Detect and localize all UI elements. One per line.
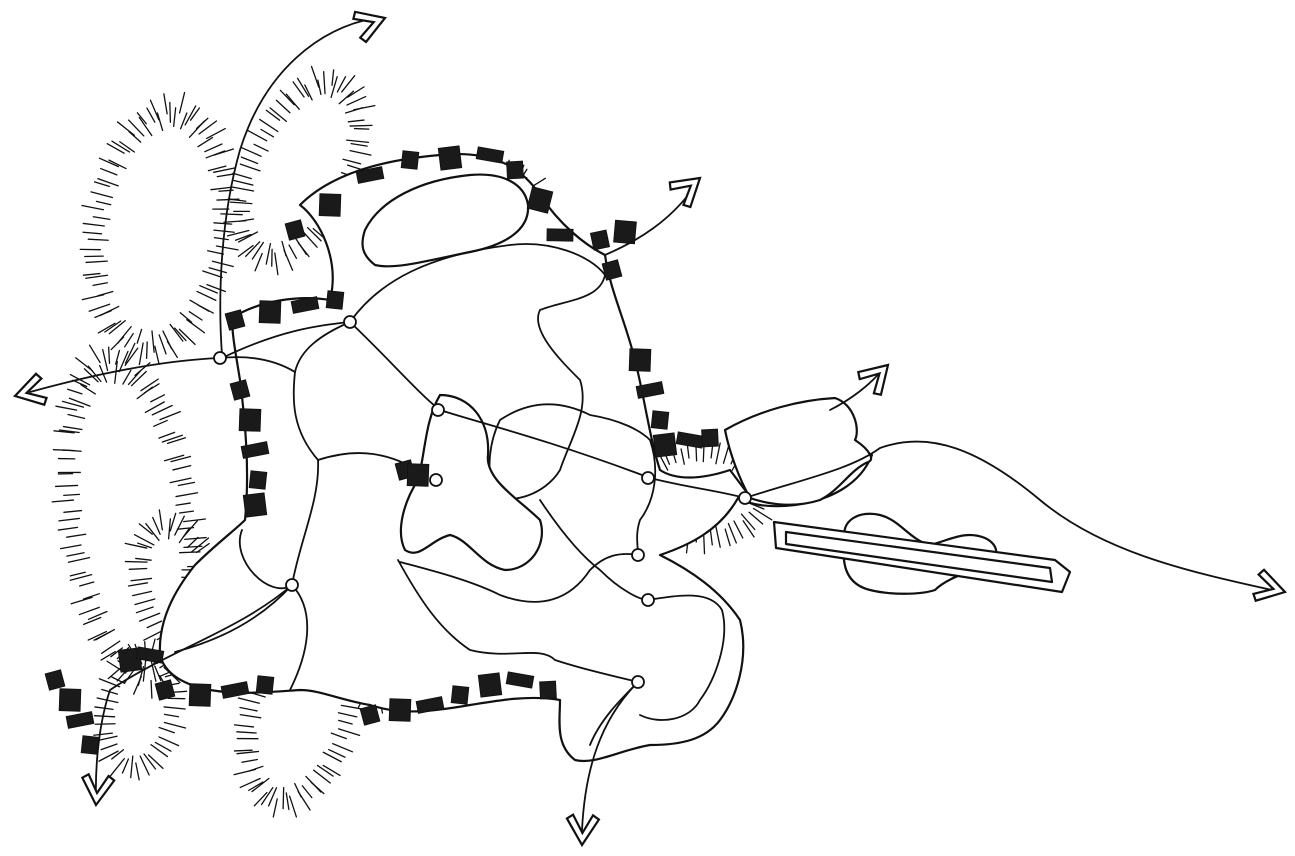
built-block bbox=[451, 686, 469, 705]
northeast-arrow bbox=[667, 166, 711, 210]
built-block bbox=[59, 689, 81, 712]
built-block bbox=[401, 151, 419, 170]
built-block bbox=[66, 712, 94, 729]
west-upper-hill bbox=[61, 81, 259, 377]
built-block bbox=[259, 301, 281, 324]
east-spur-zone bbox=[725, 398, 871, 505]
junction-node bbox=[214, 352, 226, 364]
built-block bbox=[389, 699, 411, 722]
junction-node bbox=[286, 579, 298, 591]
built-block bbox=[407, 464, 429, 487]
built-block bbox=[285, 220, 305, 241]
junction-node bbox=[739, 492, 751, 504]
built-block bbox=[45, 670, 65, 691]
built-block bbox=[239, 409, 261, 432]
built-block bbox=[81, 736, 99, 755]
built-block bbox=[256, 676, 274, 695]
built-block bbox=[629, 349, 651, 372]
built-block bbox=[155, 680, 175, 701]
built-block bbox=[590, 230, 609, 250]
built-block bbox=[676, 432, 704, 448]
built-block bbox=[651, 411, 669, 430]
built-block bbox=[478, 673, 502, 697]
junction-node bbox=[642, 594, 654, 606]
built-block bbox=[540, 681, 557, 699]
built-block bbox=[326, 291, 344, 310]
built-block bbox=[702, 429, 719, 447]
junction-node bbox=[632, 676, 644, 688]
built-block bbox=[547, 229, 573, 241]
built-block bbox=[438, 146, 462, 170]
junction-node bbox=[430, 474, 442, 486]
junction-node bbox=[344, 316, 356, 328]
bar-building bbox=[774, 514, 1070, 594]
built-block bbox=[249, 471, 267, 490]
built-block bbox=[507, 161, 524, 179]
east-arrow bbox=[1252, 569, 1289, 608]
junction-node bbox=[632, 549, 644, 561]
built-block bbox=[319, 194, 341, 217]
southwest-arrow bbox=[80, 774, 114, 807]
built-block bbox=[243, 493, 267, 517]
junction-node bbox=[642, 472, 654, 484]
junction-node bbox=[432, 404, 444, 416]
built-block bbox=[653, 433, 677, 457]
built-block bbox=[189, 684, 211, 707]
